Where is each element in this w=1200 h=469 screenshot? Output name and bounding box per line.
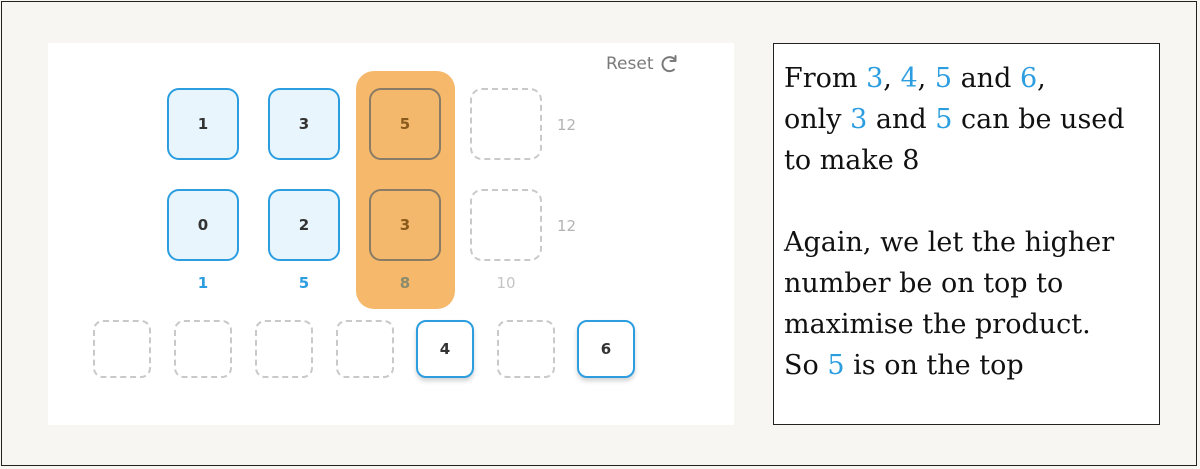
column-sum-4: 10 [496, 274, 516, 292]
explanation-line-4: Again, we let the higher [784, 227, 1115, 258]
grid-tile-bottom-1[interactable]: 0 [167, 189, 239, 261]
row-product-top: 12 [557, 116, 577, 134]
grid-slot-top-4[interactable] [470, 88, 542, 160]
grid-tile-top-2[interactable]: 3 [268, 88, 340, 160]
pool-slot-1[interactable] [93, 320, 151, 378]
column-sum-3: 8 [399, 274, 411, 292]
column-sum-2: 5 [298, 274, 310, 292]
explanation-line-3: to make 8 [784, 145, 920, 176]
explanation-line-7: So 5 is on the top [784, 350, 1024, 381]
explanation-line-2: only 3 and 5 can be used [784, 104, 1125, 135]
pool-slot-3[interactable] [255, 320, 313, 378]
pool-tile-5[interactable]: 4 [416, 320, 474, 378]
grid-tile-bottom-2[interactable]: 2 [268, 189, 340, 261]
reset-icon [660, 54, 680, 74]
pool-tile-7[interactable]: 6 [577, 320, 635, 378]
grid-tile-top-3[interactable]: 5 [369, 88, 441, 160]
explanation-box: From 3, 4, 5 and 6, only 3 and 5 can be … [773, 43, 1160, 425]
explanation-line-1: From 3, 4, 5 and 6, [784, 63, 1046, 94]
explanation-line-6: maximise the product. [784, 309, 1091, 340]
grid-tile-bottom-3[interactable]: 3 [369, 189, 441, 261]
reset-button[interactable]: Reset [606, 53, 680, 75]
pool-slot-2[interactable] [174, 320, 232, 378]
reset-label: Reset [606, 54, 654, 74]
explanation-line-5: number be on top to [784, 268, 1064, 299]
grid-slot-bottom-4[interactable] [470, 189, 542, 261]
grid-tile-top-1[interactable]: 1 [167, 88, 239, 160]
column-sum-1: 1 [197, 274, 209, 292]
pool-slot-4[interactable] [336, 320, 394, 378]
paragraph-gap [784, 181, 1159, 222]
pool-slot-6[interactable] [497, 320, 555, 378]
row-product-bottom: 12 [557, 217, 577, 235]
